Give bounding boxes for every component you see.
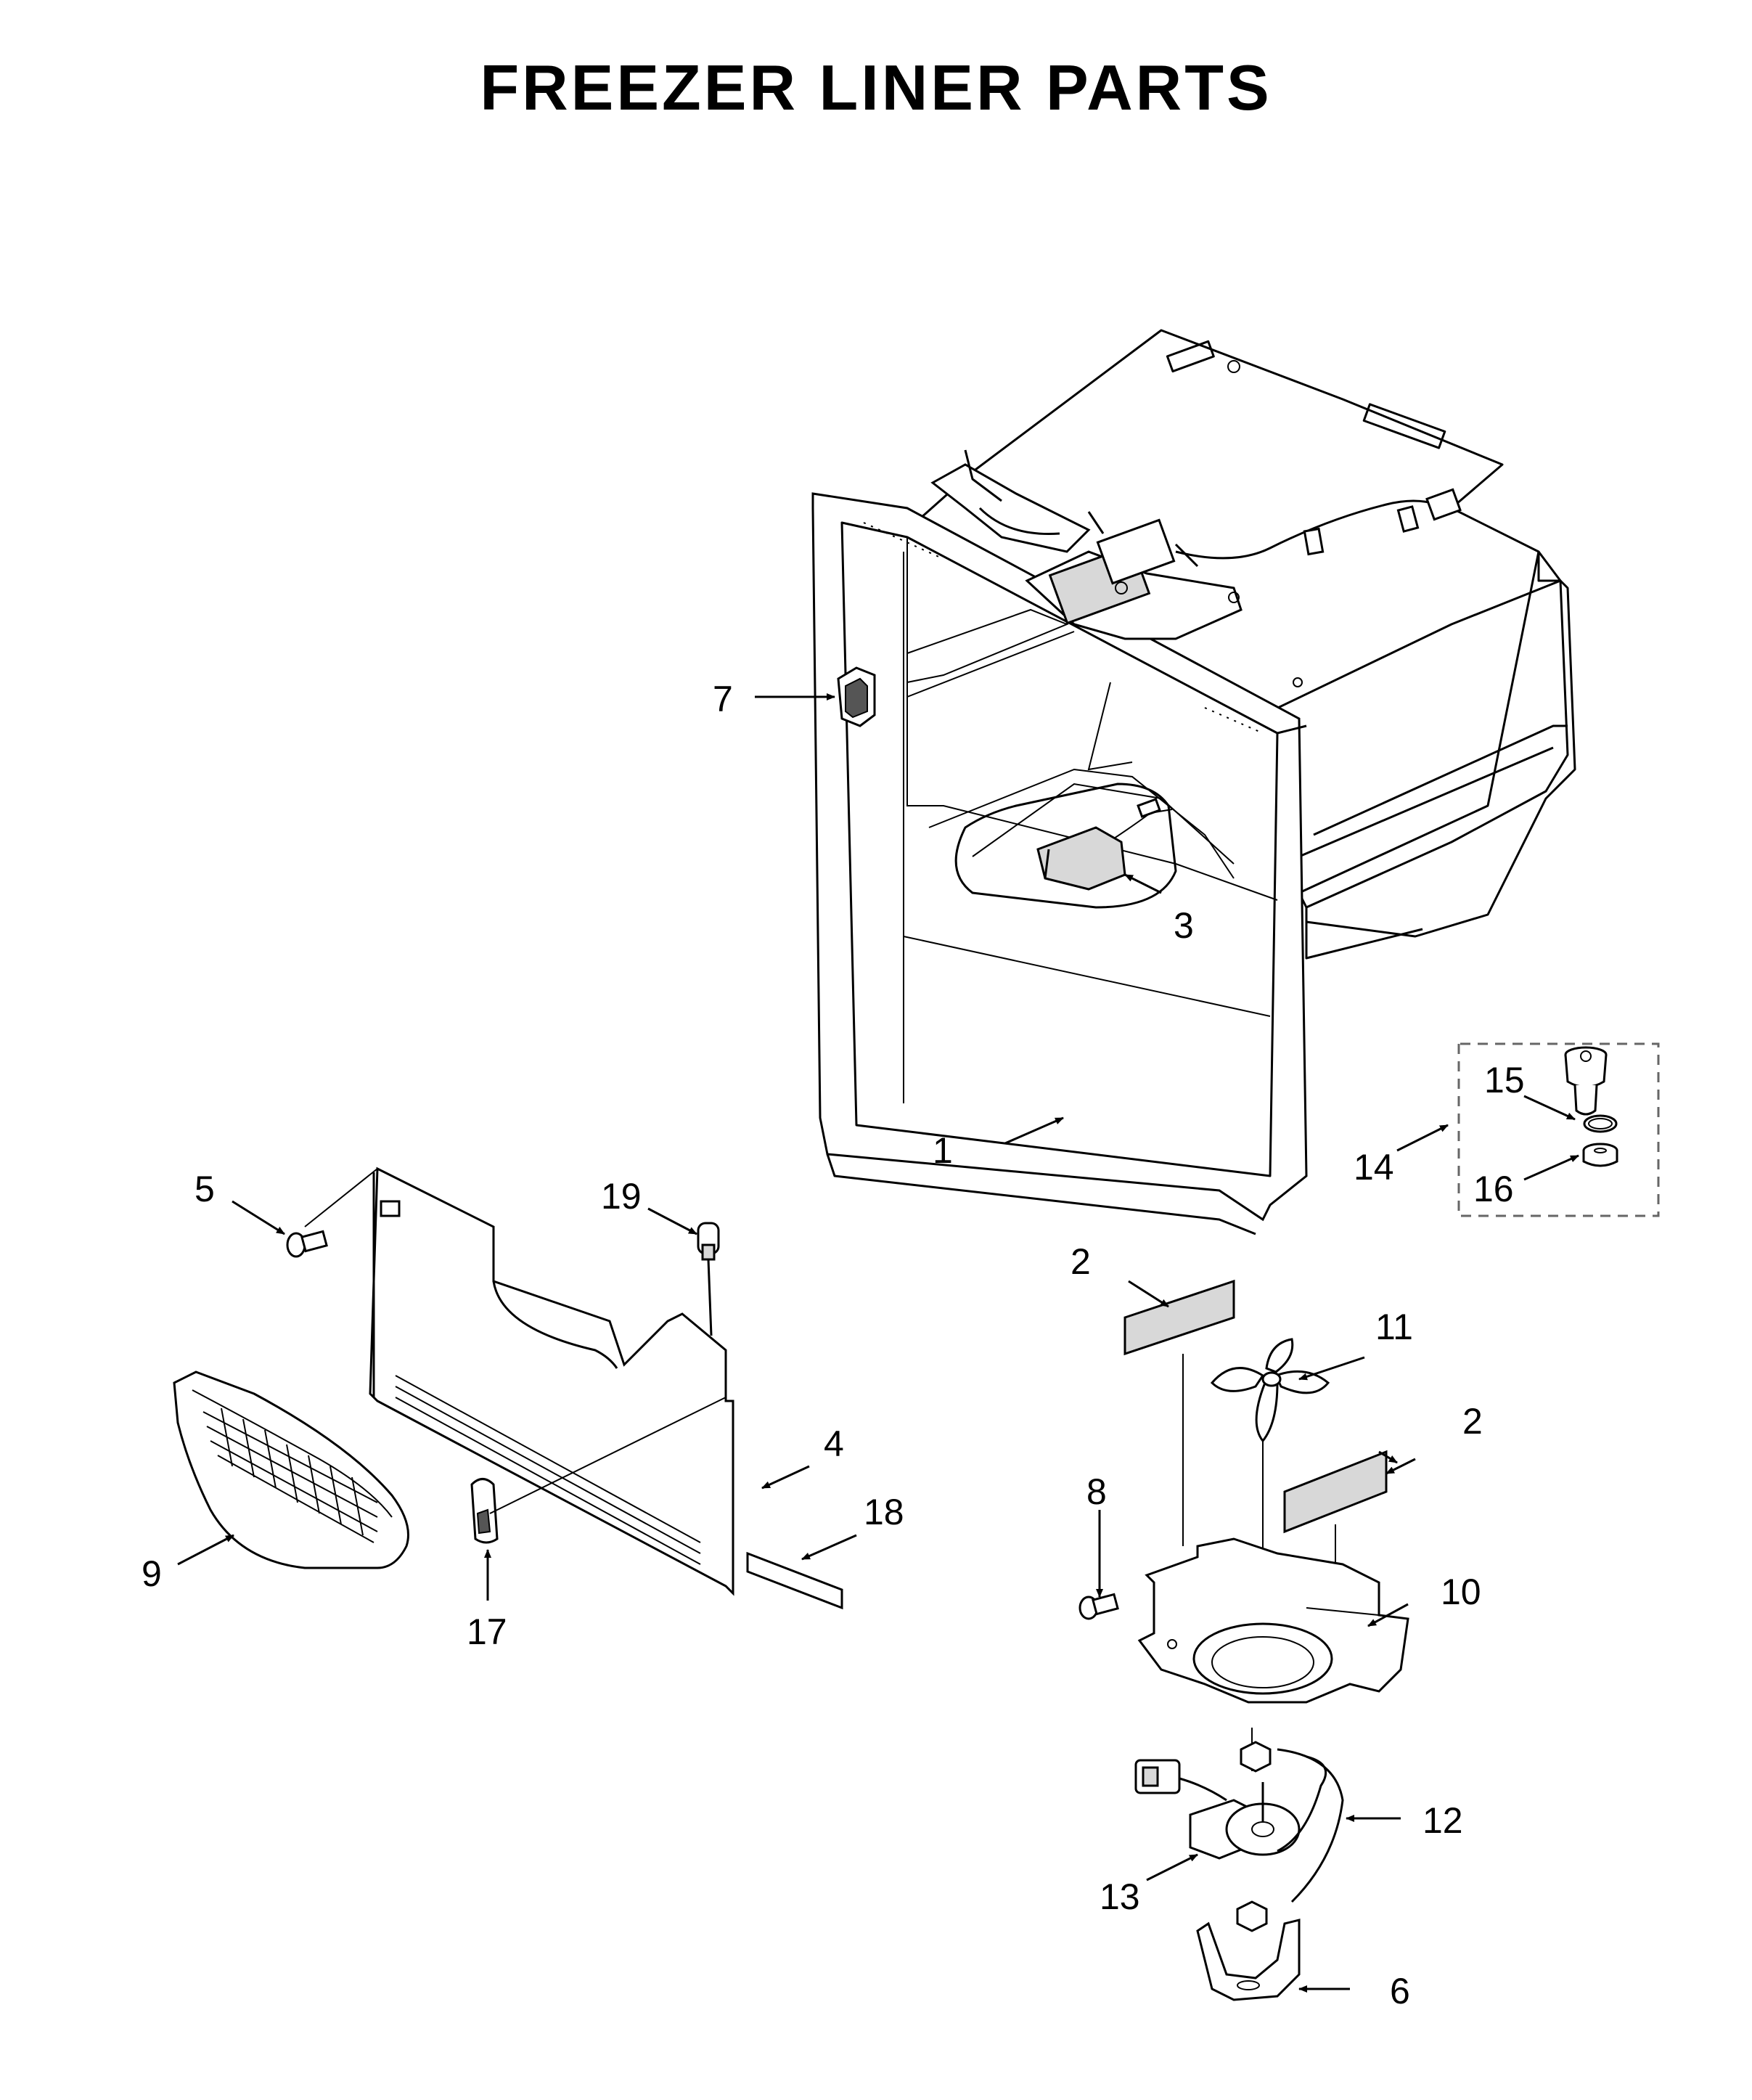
callout-12: 12: [1423, 1800, 1463, 1841]
callout-10: 10: [1441, 1572, 1481, 1612]
callout-3: 3: [1174, 905, 1194, 946]
panel-screw: [286, 1168, 378, 1258]
callout-9: 9: [142, 1553, 162, 1594]
freezer-liner: [811, 329, 1576, 1235]
fan-shroud: [1137, 1537, 1409, 1704]
callout-labels: 1 2 2 3 4 5 6 7 8 9 10 11 12 13 14 15 16…: [142, 679, 1525, 2011]
callout-8: 8: [1086, 1471, 1107, 1512]
door-switch: [837, 666, 876, 727]
grille-cover: [173, 1370, 409, 1569]
callout-1: 1: [933, 1130, 953, 1171]
callout-16: 16: [1473, 1169, 1514, 1209]
sensor-module: [954, 783, 1177, 909]
foam-pad-upper: [1123, 1279, 1235, 1356]
top-fittings: [930, 449, 1462, 640]
callout-5: 5: [195, 1169, 215, 1209]
rear-panel: [369, 1167, 734, 1596]
callout-2-lower: 2: [1462, 1401, 1483, 1442]
foam-pad-lower: [1283, 1450, 1388, 1534]
callout-15: 15: [1484, 1060, 1525, 1100]
callout-6: 6: [1390, 1971, 1410, 2011]
callout-11: 11: [1375, 1307, 1413, 1347]
grommet-lower: [1236, 1900, 1268, 1932]
kit-box: [1457, 1042, 1660, 1217]
callout-2-upper: 2: [1071, 1241, 1091, 1282]
sensor-probe: [697, 1222, 720, 1336]
gasket-strip: [746, 1551, 843, 1610]
leader-arrows: [177, 693, 1579, 1993]
callout-18: 18: [864, 1492, 904, 1532]
callout-13: 13: [1100, 1876, 1140, 1917]
fan-blade: [1210, 1338, 1330, 1443]
grille-slots-icon: [202, 1408, 378, 1543]
drain-tube: [470, 1397, 726, 1544]
callout-7: 7: [713, 679, 733, 719]
motor-bracket: [1196, 1919, 1301, 2001]
callout-14: 14: [1354, 1147, 1394, 1188]
page-title: FREEZER LINER PARTS: [480, 52, 1272, 123]
callout-4: 4: [824, 1423, 844, 1464]
wire-harness: [1277, 1748, 1344, 1903]
shroud-screw: [1078, 1593, 1119, 1620]
fan-motor: [1134, 1755, 1327, 1860]
callout-19: 19: [601, 1176, 642, 1217]
grommet-upper: [1240, 1741, 1272, 1773]
callout-17: 17: [467, 1611, 507, 1652]
